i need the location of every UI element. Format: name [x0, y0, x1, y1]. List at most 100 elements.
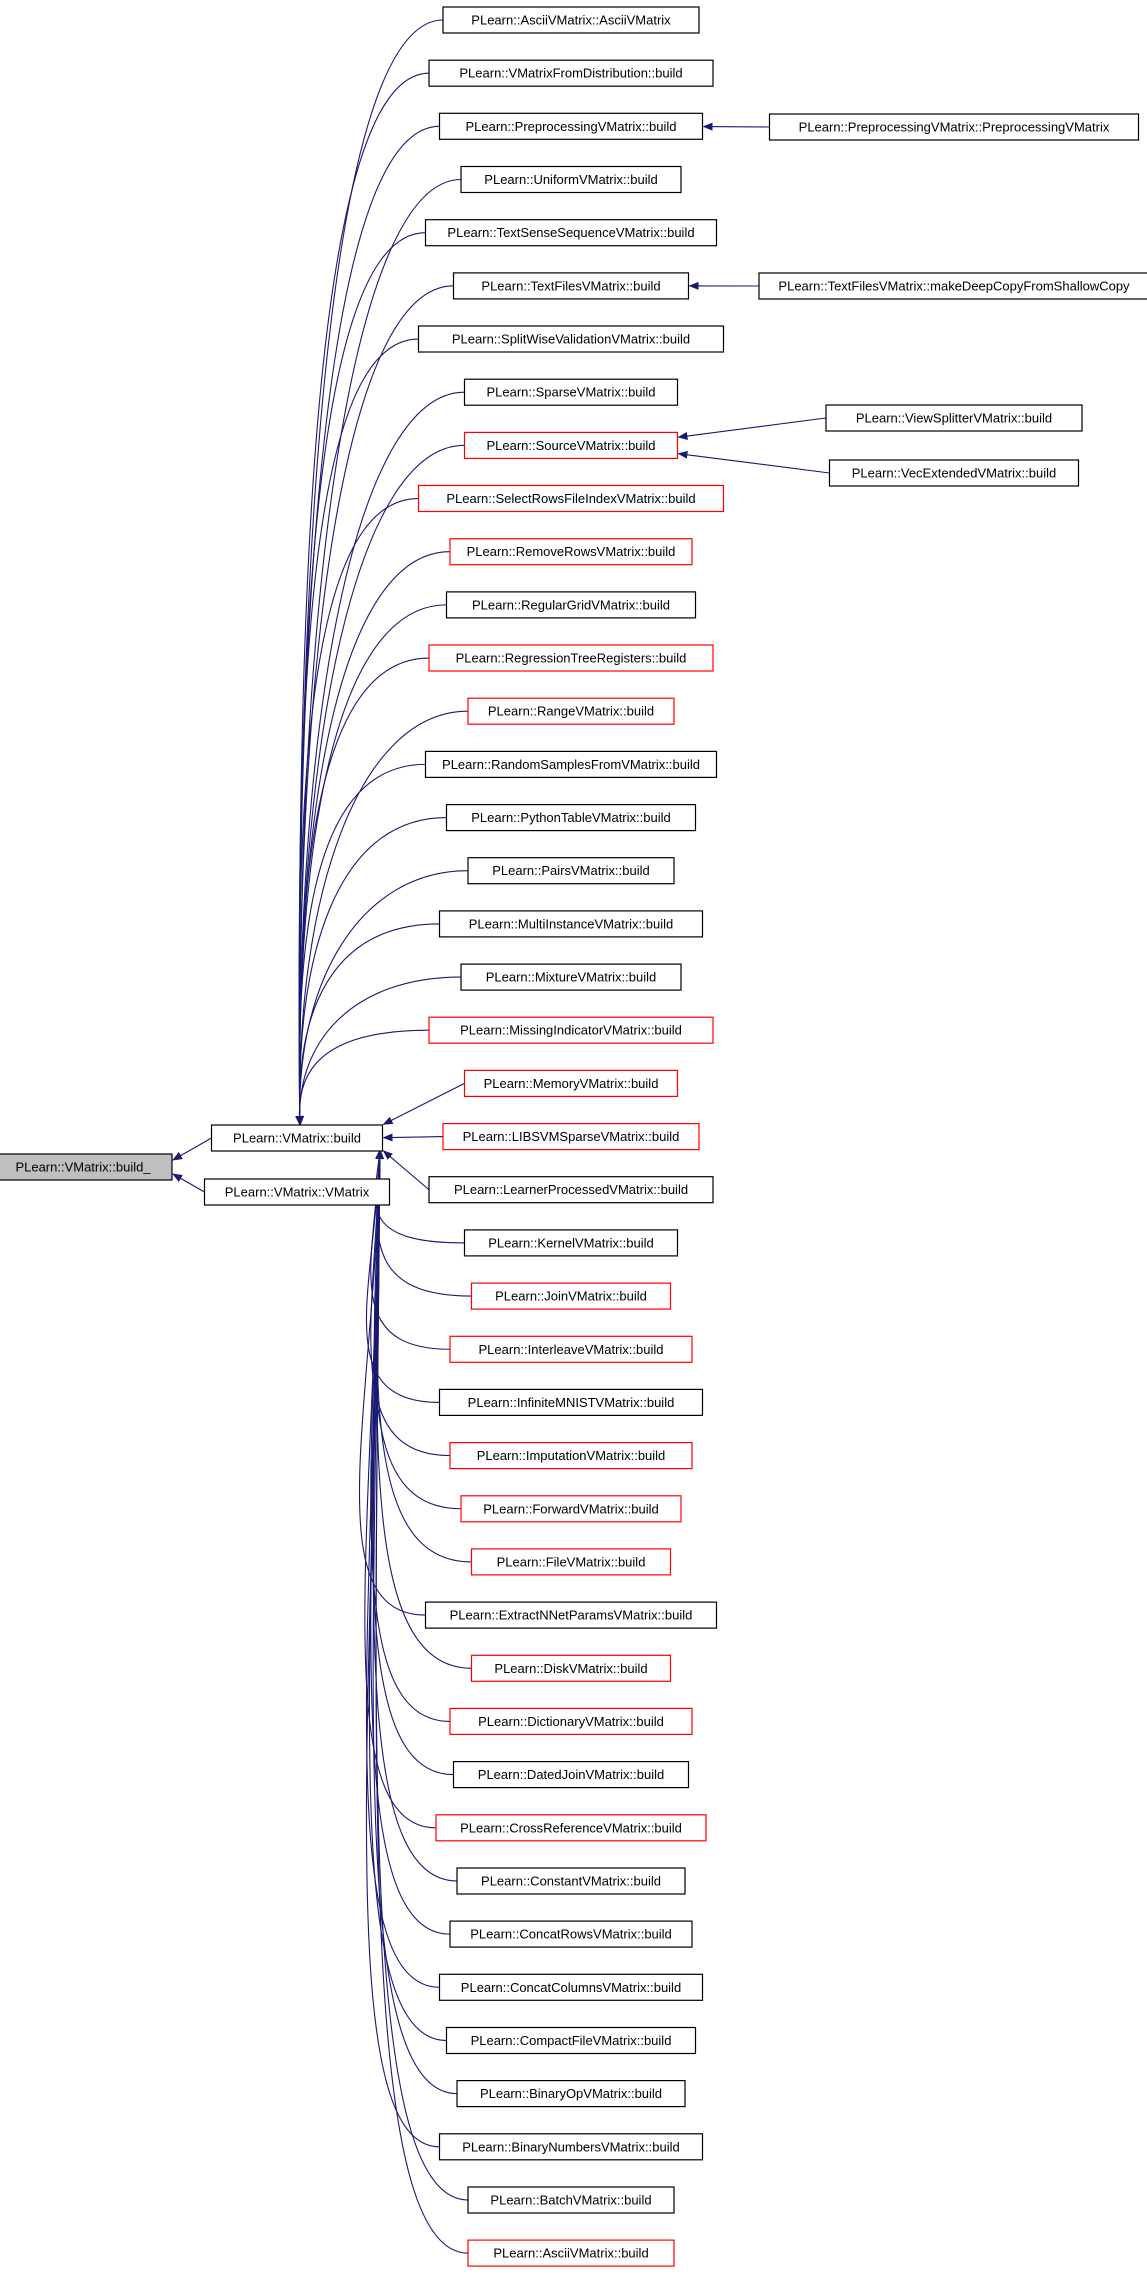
node-plearn-imputationvmatrix-build[interactable]: PLearn::ImputationVMatrix::build — [449, 1441, 693, 1470]
node-label: PLearn::KernelVMatrix::build — [488, 1235, 653, 1250]
node-label: PLearn::DiskVMatrix::build — [494, 1661, 647, 1676]
node-box — [424, 750, 718, 779]
node-plearn-regressiontreeregisters-build[interactable]: PLearn::RegressionTreeRegisters::build — [428, 644, 714, 672]
node-label: PLearn::RandomSamplesFromVMatrix::build — [442, 757, 700, 772]
node-plearn-batchvmatrix-build[interactable]: PLearn::BatchVMatrix::build — [467, 2186, 675, 2214]
node-label: PLearn::AsciiVMatrix::AsciiVMatrix — [471, 13, 671, 28]
node-plearn-diskvmatrix-build[interactable]: PLearn::DiskVMatrix::build — [470, 1654, 672, 1682]
node-plearn-randomsamplesfromvmatrix-build[interactable]: PLearn::RandomSamplesFromVMatrix::build — [424, 750, 718, 779]
node-plearn-multiinstancevmatrix-build[interactable]: PLearn::MultiInstanceVMatrix::build — [438, 910, 704, 938]
node-plearn-concatcolumnsvmatrix-build[interactable]: PLearn::ConcatColumnsVMatrix::build — [438, 1973, 704, 2001]
edge-ctor-to-root — [172, 1173, 205, 1193]
node-box — [470, 1654, 672, 1682]
node-label: PLearn::RangeVMatrix::build — [488, 704, 654, 719]
node-label: PLearn::ViewSplitterVMatrix::build — [856, 411, 1052, 426]
node-label: PLearn::PreprocessingVMatrix::Preprocess… — [799, 120, 1110, 135]
node-plearn-mixturevmatrix-build[interactable]: PLearn::MixtureVMatrix::build — [460, 963, 682, 991]
node-box — [417, 325, 725, 353]
node-label: PLearn::CompactFileVMatrix::build — [471, 2033, 672, 2048]
node-root[interactable]: PLearn::VMatrix::build_ — [0, 1153, 173, 1181]
node-label: PLearn::BinaryOpVMatrix::build — [480, 2086, 662, 2101]
node-plearn-extractnnetparamsvmatrix-build[interactable]: PLearn::ExtractNNetParamsVMatrix::build — [424, 1601, 718, 1629]
node-plearn-regulargridvmatrix-build[interactable]: PLearn::RegularGridVMatrix::build — [445, 591, 697, 619]
node-plearn-concatrowsvmatrix-build[interactable]: PLearn::ConcatRowsVMatrix::build — [449, 1920, 693, 1948]
node-plearn-vecextendedvmatrix-build[interactable]: PLearn::VecExtendedVMatrix::build — [828, 459, 1080, 487]
node-box — [417, 484, 725, 513]
edges-layer — [172, 19, 830, 2254]
node-plearn-interleavevmatrix-build[interactable]: PLearn::InterleaveVMatrix::build — [449, 1335, 693, 1363]
edge-build-to-root — [172, 1137, 212, 1161]
node-box — [445, 803, 697, 832]
node-label: PLearn::SparseVMatrix::build — [486, 385, 655, 400]
node-plearn-forwardvmatrix-build[interactable]: PLearn::ForwardVMatrix::build — [460, 1495, 682, 1523]
node-plearn-datedjoinvmatrix-build[interactable]: PLearn::DatedJoinVMatrix::build — [452, 1760, 690, 1789]
node-box — [210, 1124, 384, 1152]
node-box — [463, 431, 679, 459]
node-box — [424, 219, 718, 247]
node-box — [467, 697, 675, 725]
node-box — [428, 1176, 714, 1204]
node-plearn-preprocessingvmatrix-build[interactable]: PLearn::PreprocessingVMatrix::build — [438, 112, 704, 140]
node-plearn-compactfilevmatrix-build[interactable]: PLearn::CompactFileVMatrix::build — [445, 2026, 697, 2055]
node-label: PLearn::VecExtendedVMatrix::build — [852, 466, 1057, 481]
edge-caller-9 — [295, 497, 419, 1126]
node-label: PLearn::VMatrix::build — [233, 1131, 361, 1146]
node-box — [463, 378, 679, 406]
edge-caller-39 — [372, 1149, 458, 2095]
node-plearn-libsvmsparsevmatrix-build[interactable]: PLearn::LIBSVMSparseVMatrix::build — [442, 1122, 700, 1151]
node-box — [470, 1282, 672, 1310]
node-label: PLearn::RemoveRowsVMatrix::build — [467, 544, 676, 559]
node-plearn-removerowsvmatrix-build[interactable]: PLearn::RemoveRowsVMatrix::build — [449, 538, 693, 566]
node-box — [438, 1388, 704, 1417]
node-plearn-filevmatrix-build[interactable]: PLearn::FileVMatrix::build — [470, 1548, 672, 1576]
node-plearn-missingindicatorvmatrix-build[interactable]: PLearn::MissingIndicatorVMatrix::build — [428, 1016, 714, 1044]
node-plearn-asciivmatrix-asciivmatrix[interactable]: PLearn::AsciiVMatrix::AsciiVMatrix — [442, 6, 700, 34]
node-plearn-dictionaryvmatrix-build[interactable]: PLearn::DictionaryVMatrix::build — [449, 1707, 693, 1736]
node-plearn-sparsevmatrix-build[interactable]: PLearn::SparseVMatrix::build — [463, 378, 679, 406]
node-plearn-textfilesvmatrix-build[interactable]: PLearn::TextFilesVMatrix::build — [452, 272, 690, 300]
node-plearn-splitwisevalidationvmatrix-build[interactable]: PLearn::SplitWiseValidationVMatrix::buil… — [417, 325, 725, 353]
node-plearn-constantvmatrix-build[interactable]: PLearn::ConstantVMatrix::build — [456, 1867, 686, 1895]
node-plearn-preprocessingvmatrix-preprocessingvmatrix[interactable]: PLearn::PreprocessingVMatrix::Preprocess… — [768, 113, 1140, 141]
node-box — [452, 1760, 690, 1789]
node-plearn-asciivmatrix-build[interactable]: PLearn::AsciiVMatrix::build — [467, 2239, 675, 2267]
edge-caller-16 — [295, 870, 469, 1126]
node-plearn-uniformvmatrix-build[interactable]: PLearn::UniformVMatrix::build — [460, 165, 682, 194]
node-label: PLearn::ConcatColumnsVMatrix::build — [461, 1980, 681, 1995]
node-plearn-kernelvmatrix-build[interactable]: PLearn::KernelVMatrix::build — [463, 1229, 679, 1257]
node-box — [470, 1548, 672, 1576]
edge-caller-18 — [295, 976, 462, 1126]
node-box — [438, 2133, 704, 2161]
node-label: PLearn::BatchVMatrix::build — [490, 2192, 651, 2207]
node-label: PLearn::ConcatRowsVMatrix::build — [470, 1927, 672, 1942]
node-plearn-vmatrix-build[interactable]: PLearn::VMatrix::build — [210, 1124, 384, 1152]
node-label: PLearn::FileVMatrix::build — [497, 1554, 646, 1569]
node-plearn-infinitemnistvmatrix-build[interactable]: PLearn::InfiniteMNISTVMatrix::build — [438, 1388, 704, 1417]
node-box — [449, 1441, 693, 1470]
node-box — [438, 112, 704, 140]
node-plearn-crossreferencevmatrix-build[interactable]: PLearn::CrossReferenceVMatrix::build — [435, 1814, 707, 1842]
node-plearn-binaryopvmatrix-build[interactable]: PLearn::BinaryOpVMatrix::build — [456, 2080, 686, 2108]
node-plearn-rangevmatrix-build[interactable]: PLearn::RangeVMatrix::build — [467, 697, 675, 725]
node-box — [825, 404, 1083, 432]
node-label: PLearn::SelectRowsFileIndexVMatrix::buil… — [446, 491, 695, 506]
node-plearn-textfilesvmatrix-makedeepcopyfromshallowcopy[interactable]: PLearn::TextFilesVMatrix::makeDeepCopyFr… — [758, 272, 1147, 300]
node-plearn-pairsvmatrix-build[interactable]: PLearn::PairsVMatrix::build — [467, 857, 675, 885]
node-plearn-vmatrix-vmatrix[interactable]: PLearn::VMatrix::VMatrix — [203, 1178, 391, 1206]
node-plearn-textsensesequencevmatrix-build[interactable]: PLearn::TextSenseSequenceVMatrix::build — [424, 219, 718, 247]
node-plearn-vmatrixfromdistribution-build[interactable]: PLearn::VMatrixFromDistribution::build — [428, 59, 714, 87]
node-plearn-binarynumbersvmatrix-build[interactable]: PLearn::BinaryNumbersVMatrix::build — [438, 2133, 704, 2161]
edge-caller-17 — [295, 923, 440, 1126]
node-plearn-sourcevmatrix-build[interactable]: PLearn::SourceVMatrix::build — [463, 431, 679, 459]
node-box — [435, 1814, 707, 1842]
edge-caller-33 — [371, 1149, 454, 1776]
node-plearn-selectrowsfileindexvmatrix-build[interactable]: PLearn::SelectRowsFileIndexVMatrix::buil… — [417, 484, 725, 513]
node-plearn-pythontablevmatrix-build[interactable]: PLearn::PythonTableVMatrix::build — [445, 803, 697, 832]
node-plearn-joinvmatrix-build[interactable]: PLearn::JoinVMatrix::build — [470, 1282, 672, 1310]
node-box — [758, 272, 1147, 300]
node-plearn-viewsplittervmatrix-build[interactable]: PLearn::ViewSplitterVMatrix::build — [825, 404, 1083, 432]
node-plearn-learnerprocessedvmatrix-build[interactable]: PLearn::LearnerProcessedVMatrix::build — [428, 1176, 714, 1204]
node-plearn-memoryvmatrix-build[interactable]: PLearn::MemoryVMatrix::build — [463, 1069, 679, 1098]
node-box — [452, 272, 690, 300]
